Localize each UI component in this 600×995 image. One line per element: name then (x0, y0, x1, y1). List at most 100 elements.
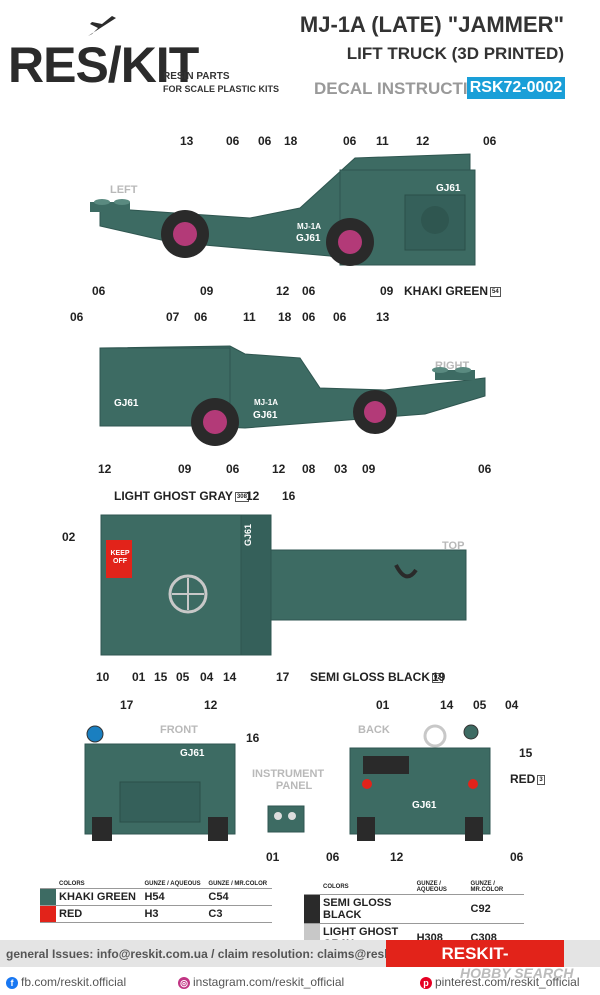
left-callout-06-bottom: 06 (92, 284, 106, 298)
top-callout-10: 10 (96, 670, 110, 684)
back-view-drawing (349, 724, 491, 841)
website-link[interactable]: RESKIT-MODELS.COM (386, 940, 564, 990)
right-callout-06a: 06 (70, 310, 84, 324)
right-callout-09b: 09 (362, 462, 376, 476)
left-mj1a-decal: MJ-1A (297, 222, 322, 231)
left-view-drawing (90, 153, 476, 266)
color-name: KHAKI GREEN (56, 888, 142, 906)
left-callout-06b: 06 (258, 134, 272, 148)
top-view-title: TOP (442, 540, 465, 552)
instrument-panel-drawing (267, 805, 305, 833)
left-callout-12: 12 (416, 134, 430, 148)
top-callout-01: 01 (132, 670, 146, 684)
color-name: SEMI GLOSS BLACK (320, 894, 414, 924)
top-callout-19: 19 (432, 670, 446, 684)
col-header-aqueous: GUNZE / AQUEOUS (141, 880, 206, 889)
right-callout-06e: 06 (226, 462, 240, 476)
front-gj61-decal: GJ61 (180, 748, 205, 759)
front-callout-12: 12 (204, 698, 218, 712)
left-callout-06a: 06 (226, 134, 240, 148)
top-callout-15: 15 (154, 670, 168, 684)
right-callout-06f: 06 (478, 462, 492, 476)
kit-subtitle: LIFT TRUCK (3D PRINTED) (346, 44, 564, 63)
table-row: SEMI GLOSS BLACK C92 (304, 894, 524, 924)
instagram-icon: ◎ (178, 976, 190, 989)
right-callout-11: 11 (243, 310, 256, 324)
top-callout-05: 05 (176, 670, 190, 684)
left-callout-09a: 09 (200, 284, 214, 298)
color-mr: C92 (467, 894, 524, 924)
back-callout-12: 12 (390, 850, 404, 864)
kit-code-badge: RSK72-0002 (467, 77, 565, 99)
top-callout-12: 12 (246, 489, 260, 503)
right-callout-06d: 06 (333, 310, 347, 324)
top-callout-04: 04 (200, 670, 214, 684)
right-gj61-decal-1: GJ61 (114, 398, 139, 409)
left-callout-06c: 06 (343, 134, 357, 148)
kit-title: MJ-1A (LATE) "JAMMER" (299, 12, 564, 37)
color-swatch (40, 905, 56, 923)
right-callout-12b: 12 (272, 462, 286, 476)
front-callout-16: 16 (246, 731, 260, 745)
color-aqueous: H54 (141, 888, 206, 906)
facebook-icon: f (6, 976, 18, 989)
right-callout-08: 08 (302, 462, 316, 476)
airplane-logo-icon (88, 16, 116, 36)
back-callout-05: 05 (473, 698, 487, 712)
color-name: RED (56, 905, 142, 923)
top-gj61-decal: GJ61 (243, 523, 254, 547)
front-view-drawing (84, 725, 236, 841)
pinterest-icon: p (420, 976, 432, 989)
instrument-callout-01: 01 (266, 850, 280, 864)
left-view-title: LEFT (110, 184, 138, 196)
left-gj61-decal-2: GJ61 (296, 233, 321, 244)
color-swatch (40, 888, 56, 906)
left-callout-11: 11 (376, 134, 389, 148)
right-callout-12a: 12 (98, 462, 112, 476)
top-callout-14: 14 (223, 670, 237, 684)
logo-sub-1: RESIN PARTS (163, 71, 230, 82)
instagram-link[interactable]: ◎instagram.com/reskit_official (178, 975, 344, 989)
left-callout-06-bottom-b: 06 (302, 284, 316, 298)
right-callout-06c: 06 (302, 310, 316, 324)
col-header-aqueous-2: GUNZE / AQUEOUS (413, 880, 468, 895)
col-header-colors: COLORS (56, 880, 142, 889)
top-callout-17: 17 (276, 670, 290, 684)
front-callout-17: 17 (120, 698, 134, 712)
back-callout-14: 14 (440, 698, 454, 712)
right-view-drawing (99, 345, 486, 446)
left-callout-13: 13 (180, 134, 194, 148)
back-callout-01: 01 (376, 698, 390, 712)
back-callout-04: 04 (505, 698, 519, 712)
back-callout-15: 15 (519, 746, 533, 760)
back-callout-06a: 06 (326, 850, 340, 864)
col-header-colors-2: COLORS (320, 880, 414, 895)
left-callout-18: 18 (284, 134, 298, 148)
col-header-mr-2: GUNZE / MR.COLOR (467, 880, 524, 895)
logo-sub-2: FOR SCALE PLASTIC KITS (163, 84, 280, 94)
color-mr: C3 (205, 905, 272, 923)
top-callout-02: 02 (62, 530, 76, 544)
top-view-drawing (100, 514, 467, 656)
color-aqueous (413, 894, 468, 924)
back-callout-06b: 06 (510, 850, 524, 864)
color-swatch (304, 894, 320, 924)
instrument-panel-title: INSTRUMENT PANEL (252, 768, 325, 792)
table-row: RED H3 C3 (40, 905, 272, 923)
reskit-logo: RES/KIT (8, 37, 199, 93)
right-mj1a-decal: MJ-1A (254, 398, 279, 407)
right-callout-09a: 09 (178, 462, 192, 476)
top-callout-16: 16 (282, 489, 296, 503)
col-header-mr: GUNZE / MR.COLOR (205, 880, 272, 889)
keep-off-decal: KEEP OFF (110, 550, 130, 565)
color-mr: C54 (205, 888, 272, 906)
left-callout-12-bottom: 12 (276, 284, 290, 298)
hobby-search-watermark: HOBBY SEARCH (460, 965, 574, 981)
right-callout-03: 03 (334, 462, 348, 476)
right-callout-13: 13 (376, 310, 390, 324)
decal-instruction-label: DECAL INSTRUCTION (314, 79, 494, 98)
